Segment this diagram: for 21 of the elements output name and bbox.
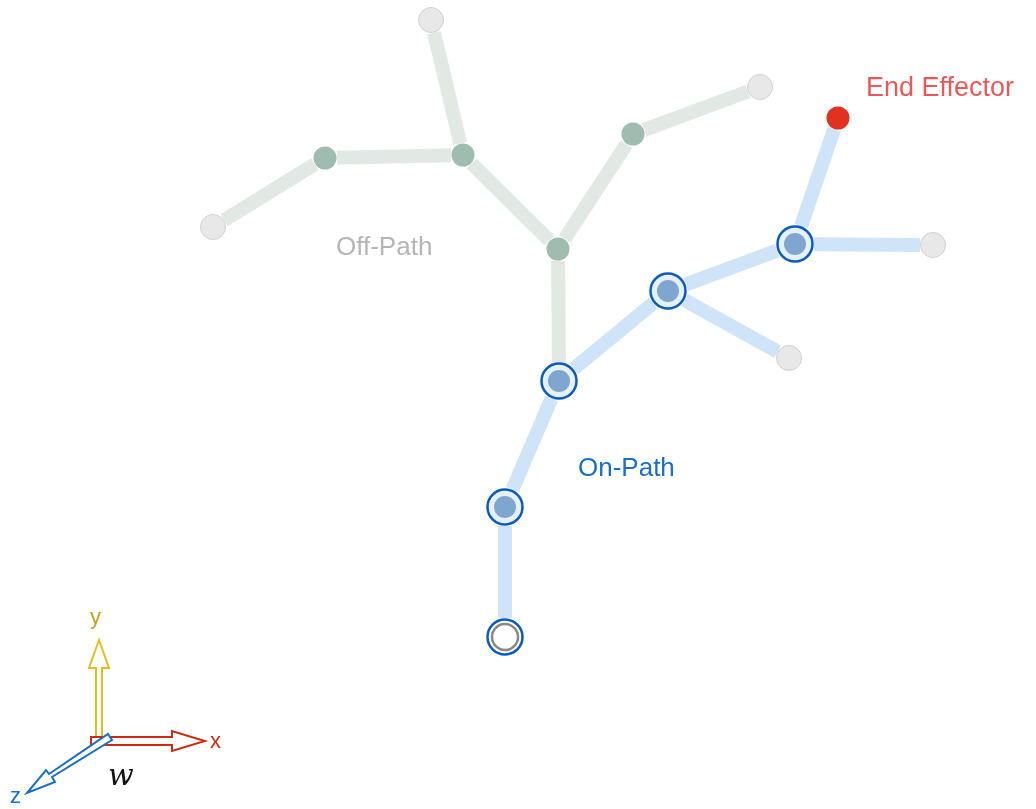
axis-label: z	[10, 785, 21, 807]
link-bar	[683, 244, 780, 291]
link-bar	[498, 526, 512, 618]
region-label: Off-Path	[336, 233, 433, 259]
axis-label: x	[210, 730, 221, 752]
link-bar	[220, 158, 319, 227]
link-bar	[569, 297, 658, 375]
link-bar	[681, 294, 781, 358]
region-label: On-Path	[578, 454, 675, 480]
link-bar	[641, 84, 751, 137]
link-bar	[558, 140, 633, 243]
link-bar	[427, 31, 468, 145]
link-bar	[336, 148, 452, 165]
link-bar	[794, 127, 841, 229]
link-bar	[506, 395, 558, 493]
part-label: End Effector	[866, 74, 1015, 101]
link-bar	[551, 260, 566, 363]
axis-label: w	[108, 760, 134, 790]
axis-label: y	[90, 606, 101, 628]
link-bar	[813, 237, 921, 252]
link-bar	[466, 158, 555, 246]
